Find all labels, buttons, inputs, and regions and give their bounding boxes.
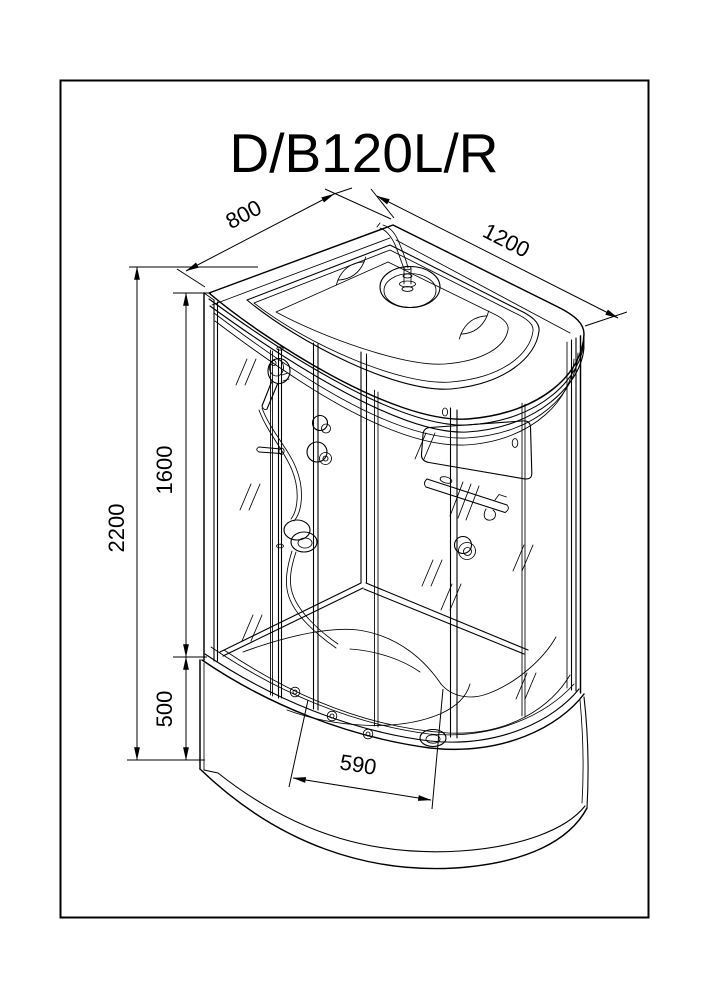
drawing-border xyxy=(59,79,650,919)
shower-holder-bar xyxy=(256,446,285,455)
body-jet xyxy=(453,535,476,560)
drain xyxy=(419,728,447,748)
apron-right-edge xyxy=(583,696,589,809)
dimension-590-label: 590 xyxy=(338,749,378,779)
left-frame-post xyxy=(203,292,219,662)
shower-hose xyxy=(258,407,339,649)
dimension-2200-label: 2200 xyxy=(104,504,129,553)
roof-underside-right-wall xyxy=(395,239,571,334)
extension-line xyxy=(288,699,309,788)
right-frame-post xyxy=(566,335,582,694)
dimension-1200-label: 1200 xyxy=(479,218,534,262)
apron-lip xyxy=(203,769,586,853)
shower-tray xyxy=(199,628,589,870)
roof-dome-ring xyxy=(275,261,509,365)
tray-rim-mid xyxy=(204,653,580,743)
dimension-1600-label: 1600 xyxy=(152,446,177,495)
hand-shower xyxy=(261,346,291,549)
right-wall-panel-edge xyxy=(374,389,379,728)
apron-bottom-edge xyxy=(199,768,588,870)
sliding-door-frames xyxy=(270,342,526,739)
wall-floor-junction xyxy=(219,582,529,657)
wall-hole-left xyxy=(441,407,449,417)
dimension-line xyxy=(376,195,619,319)
back-corner-post xyxy=(360,351,368,584)
dimension-total-height-2200: 2200 xyxy=(104,266,258,761)
tray-rim-track xyxy=(210,646,575,736)
roof-plateau-inner xyxy=(253,249,534,383)
mixer-knob-lower xyxy=(306,441,332,465)
roof-underside-left-wall xyxy=(211,237,391,306)
roof-outline xyxy=(208,224,585,420)
roof-underside xyxy=(209,305,585,433)
basin-inner-rim xyxy=(223,649,571,734)
dimension-line xyxy=(185,193,335,272)
mirror xyxy=(420,420,533,480)
interior-fittings xyxy=(256,346,533,649)
walls-and-glass xyxy=(203,292,582,739)
dimension-seat-width-590: 590 xyxy=(288,688,444,810)
seat-contour-right xyxy=(440,636,557,698)
foot-massage-jets xyxy=(289,686,374,740)
wall-hole-right xyxy=(511,438,519,448)
glass-hatch-marks xyxy=(235,358,537,700)
shelf-hook xyxy=(483,508,496,521)
seat-contour-back xyxy=(242,628,442,685)
roof-vent-right xyxy=(458,310,490,340)
extension-line xyxy=(176,268,206,288)
dimension-width-1200: 1200 xyxy=(370,188,628,327)
tray-apron xyxy=(199,659,589,870)
extension-line xyxy=(370,188,395,219)
extension-line xyxy=(431,688,444,810)
model-title: D/B120L/R xyxy=(229,122,498,184)
roof-vent-left xyxy=(335,256,367,286)
dimension-800-label: 800 xyxy=(221,195,265,234)
steam-nozzle xyxy=(283,519,318,553)
tray-rim-outer xyxy=(201,659,585,750)
roof xyxy=(208,222,585,446)
shelf xyxy=(424,476,509,521)
dimension-line xyxy=(292,777,432,801)
dimension-500-label: 500 xyxy=(152,691,177,728)
roof-plateau-outer xyxy=(246,244,540,390)
hand-shower-handle xyxy=(261,381,279,410)
dimension-tray-height-500: 500 xyxy=(152,656,189,761)
seat-contour-front xyxy=(286,683,471,726)
dimension-cabin-height-1600: 1600 xyxy=(152,292,211,658)
mixer-knob-upper xyxy=(311,414,331,434)
extension-line xyxy=(584,311,628,327)
